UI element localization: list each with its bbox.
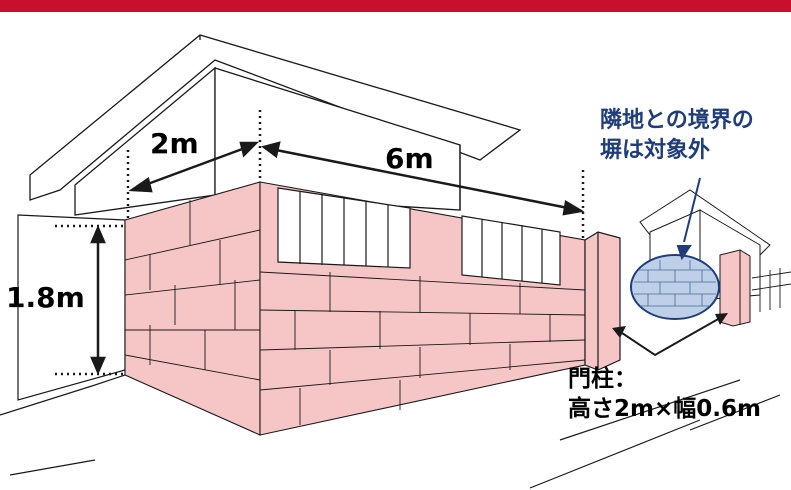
gate-post-label-line1: 門柱： bbox=[568, 366, 637, 392]
gate-leader-arrow-left bbox=[612, 326, 626, 338]
gate-post bbox=[584, 231, 621, 371]
neighbour-fence bbox=[751, 268, 791, 312]
boundary-note-line1: 隣地との境界の bbox=[600, 108, 754, 133]
wall-height-label: 1.8m bbox=[6, 281, 85, 314]
top-accent-bar bbox=[0, 0, 791, 12]
side-dimension-line bbox=[144, 146, 246, 187]
note-arrow bbox=[676, 177, 701, 261]
boundary-note-line2: 塀は対象外 bbox=[600, 138, 711, 163]
dimension-guides bbox=[55, 110, 585, 376]
block-joints-left bbox=[124, 200, 261, 381]
front-length-label: 6m bbox=[385, 142, 434, 175]
gate-leader-line bbox=[621, 317, 721, 357]
house-windows bbox=[277, 187, 561, 286]
gate-post-label-line2: 高さ2m×幅0.6m bbox=[568, 396, 761, 422]
front-dimension-line bbox=[275, 148, 569, 210]
boundary-wall-highlight bbox=[630, 254, 720, 320]
dimension-arrows bbox=[90, 141, 585, 376]
gate-leader-arrow-right bbox=[715, 313, 728, 325]
block-joints-front bbox=[259, 271, 586, 425]
side-length-label: 2m bbox=[150, 127, 199, 160]
neighbour-gate-post bbox=[719, 249, 751, 327]
